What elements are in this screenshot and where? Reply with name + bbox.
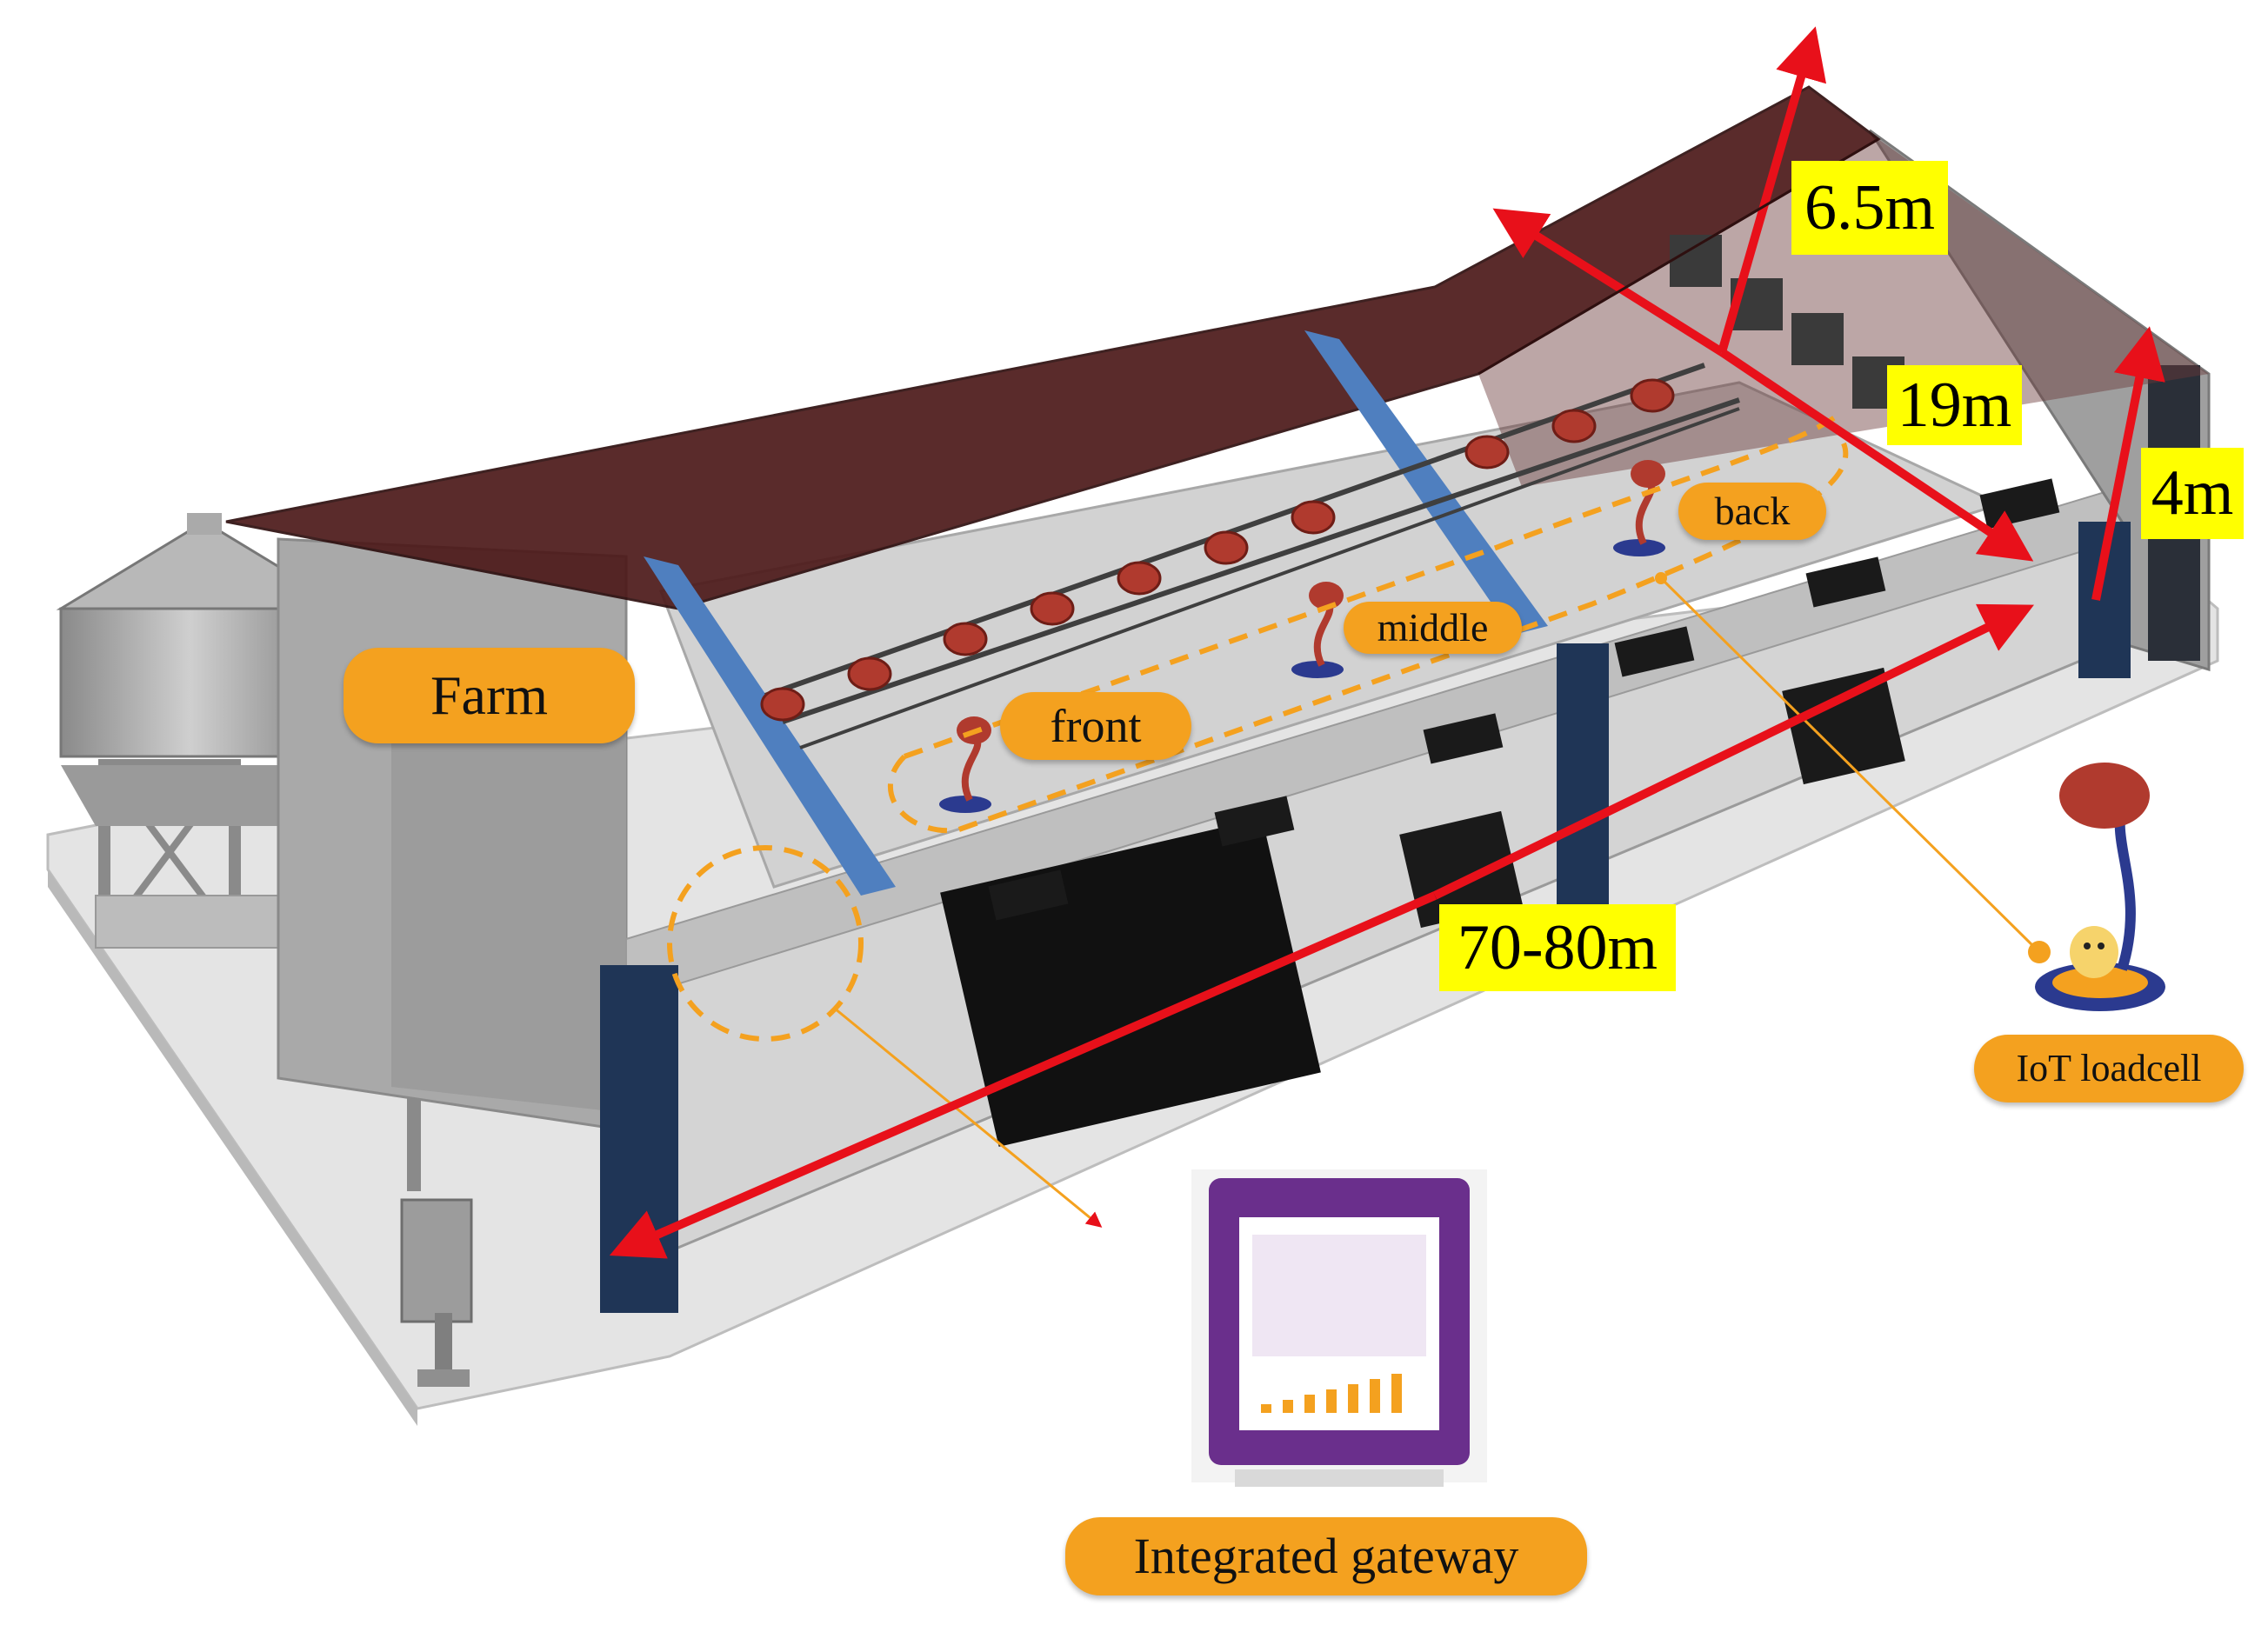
- iot-loadcell-device: [2035, 763, 2165, 1011]
- dimension-arrows: [609, 26, 2165, 1259]
- dimension-label-wall-height: 4m: [2141, 448, 2244, 539]
- arrow-width-a: [1492, 208, 1724, 356]
- arrow-height-wall: [2091, 326, 2165, 601]
- dimension-label-length: 70-80m: [1439, 904, 1676, 991]
- arrow-length-b: [609, 891, 1437, 1259]
- loadcell-leader-line: [1655, 572, 2051, 963]
- arrow-width-b: [1719, 348, 2034, 562]
- front-zone-tag: front: [1000, 692, 1191, 760]
- loadcell-back: [1613, 460, 1665, 556]
- middle-zone-tag: middle: [1344, 602, 1522, 654]
- dimension-label-width: 19m: [1887, 365, 2022, 445]
- integrated-gateway-tag: Integrated gateway: [1065, 1517, 1587, 1595]
- feeder-lines: [764, 363, 1740, 749]
- feeder-pans: [760, 378, 1675, 722]
- feed-silo: [56, 513, 357, 949]
- gateway-location-circle: [667, 845, 864, 1042]
- farm-tag: Farm: [344, 648, 635, 743]
- back-zone-tag: back: [1678, 483, 1826, 540]
- gateway-leader-line: [834, 1007, 1103, 1228]
- arrow-height-roof: [1718, 26, 1827, 354]
- dimension-label-roof-height: 6.5m: [1791, 161, 1948, 255]
- measurement-zone-outline: [887, 415, 1849, 834]
- integrated-gateway-device: [1191, 1169, 1487, 1487]
- arrow-length-a: [1432, 603, 2034, 900]
- iot-loadcell-tag: IoT loadcell: [1974, 1035, 2244, 1102]
